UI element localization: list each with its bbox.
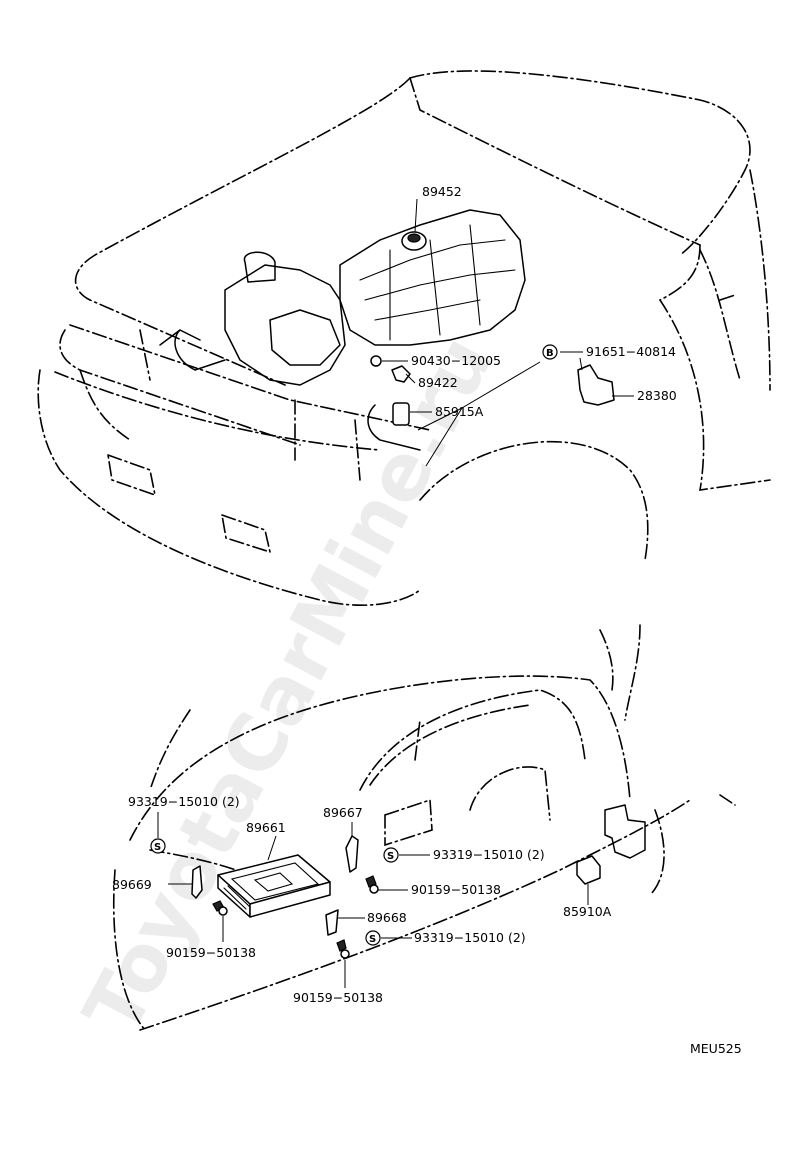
symbol-s-lower: S — [365, 930, 381, 946]
diagram-code: MEU525 — [690, 1041, 742, 1056]
label-93319-15010-middle: 93319−15010 (2) — [433, 847, 545, 862]
label-90159-50138-right: 90159−50138 — [411, 882, 501, 897]
part-85910A-connector[interactable] — [576, 855, 601, 885]
engine-assembly — [159, 209, 526, 386]
label-89667: 89667 — [323, 805, 363, 820]
symbol-s-left: S — [150, 838, 166, 854]
label-89422: 89422 — [418, 375, 458, 390]
body-bracket-right — [604, 804, 646, 859]
part-90430-gasket[interactable] — [370, 355, 382, 367]
label-89669: 89669 — [112, 877, 152, 892]
part-89661-ecu[interactable] — [217, 854, 331, 918]
bottom-leaders — [157, 812, 589, 988]
symbol-s-left-text: S — [154, 842, 161, 853]
label-90159-50138-bottom: 90159−50138 — [293, 990, 383, 1005]
part-90159-bolts[interactable] — [212, 875, 379, 959]
part-89452-sensor[interactable] — [401, 231, 427, 251]
label-91651-40814: 91651−40814 — [586, 344, 676, 359]
label-85915A: 85915A — [435, 404, 484, 419]
part-85915A-connector[interactable] — [367, 402, 421, 451]
top-leaders — [382, 198, 634, 467]
part-28380-relay[interactable] — [577, 364, 615, 406]
label-89661: 89661 — [246, 820, 286, 835]
symbol-s-middle: S — [383, 847, 399, 863]
part-89422-sensor[interactable] — [391, 365, 411, 383]
label-28380: 28380 — [637, 388, 677, 403]
vehicle-front-outline — [37, 70, 771, 606]
symbol-s-middle-text: S — [387, 851, 394, 862]
label-93319-15010-left: 93319−15010 (2) — [128, 794, 240, 809]
label-89452: 89452 — [422, 184, 462, 199]
label-90159-50138-left: 90159−50138 — [166, 945, 256, 960]
part-89669-bracket[interactable] — [191, 865, 203, 899]
symbol-b-text: B — [546, 348, 554, 359]
label-93319-15010-lower: 93319−15010 (2) — [414, 930, 526, 945]
part-89668-bracket[interactable] — [325, 909, 339, 936]
part-89667-bracket[interactable] — [345, 835, 359, 873]
label-85910A: 85910A — [563, 904, 612, 919]
symbol-s-lower-text: S — [369, 934, 376, 945]
label-89668: 89668 — [367, 910, 407, 925]
symbol-b-bolt: B — [542, 344, 558, 360]
label-90430-12005: 90430−12005 — [411, 353, 501, 368]
